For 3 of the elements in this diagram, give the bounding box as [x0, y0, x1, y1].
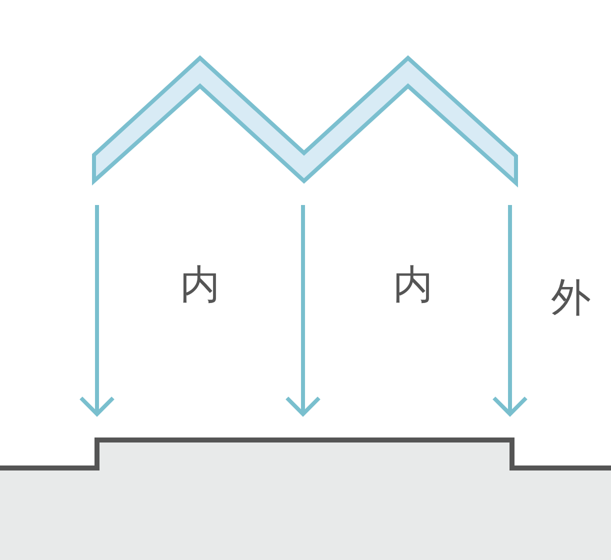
area-label: 外 [551, 278, 591, 318]
area-label: 内 [180, 265, 220, 305]
area-label: 内 [393, 265, 433, 305]
